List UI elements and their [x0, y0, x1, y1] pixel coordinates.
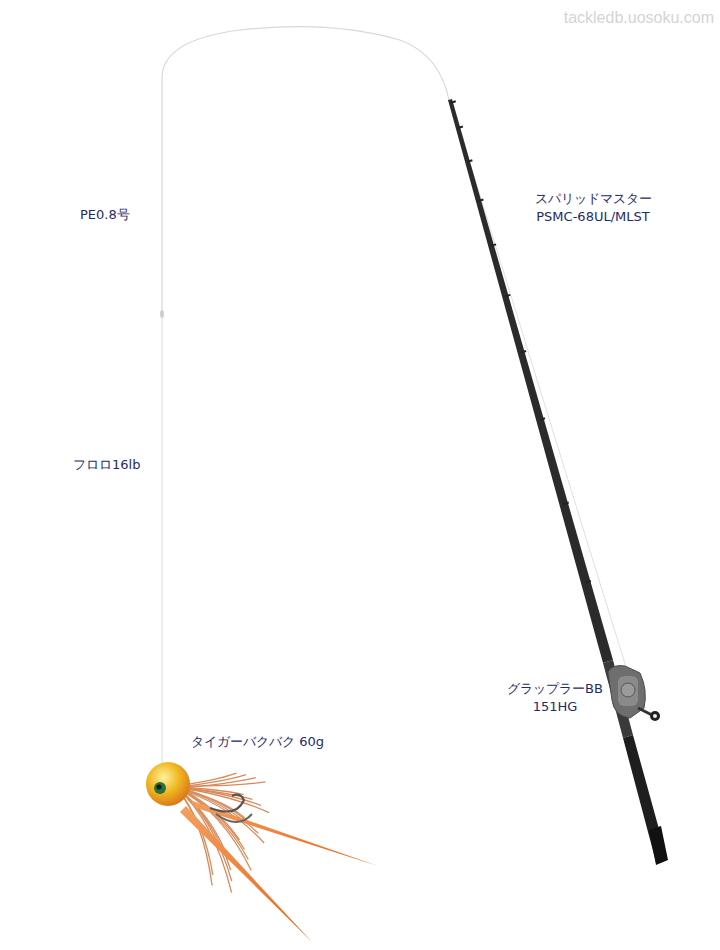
- pe-line: [162, 27, 449, 315]
- rod-butt: [649, 826, 668, 865]
- leader-label: フロロ16lb: [73, 456, 140, 474]
- watermark: tackledb.uosoku.com: [504, 7, 714, 29]
- rod-blank: [448, 99, 613, 663]
- line-label: PE0.8号: [80, 206, 130, 224]
- tai-rubber-lure: [146, 762, 378, 942]
- lure-label: タイガーバクバク 60g: [191, 733, 324, 751]
- reel-label: グラップラーBB 151HG: [505, 680, 605, 715]
- leader-line: [161, 318, 162, 765]
- knot: [160, 310, 164, 318]
- rod-guides: [451, 101, 591, 582]
- rod-label: スパリッドマスター PSMC-68UL/MLST: [528, 190, 658, 225]
- rod-line: [451, 102, 630, 680]
- reel: [608, 666, 660, 721]
